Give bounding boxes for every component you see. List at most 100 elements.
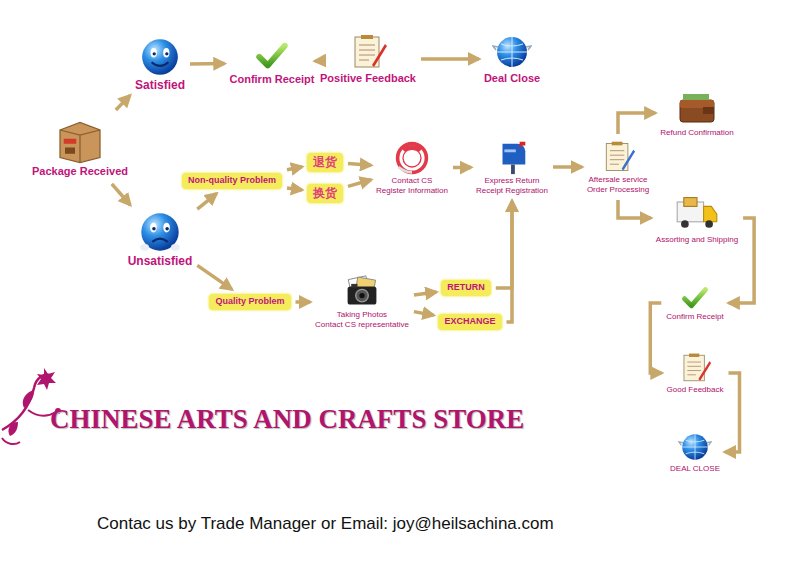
icon-part	[361, 35, 373, 39]
step-label: Express Return	[476, 176, 548, 186]
flow-arrow	[421, 57, 479, 61]
icon-step: DEAL CLOSE	[668, 428, 722, 476]
flow-arrow	[729, 218, 754, 303]
icon-part	[679, 442, 711, 445]
flow-arrow	[650, 303, 661, 373]
flow-arrow	[287, 188, 302, 190]
icon-part	[140, 244, 149, 251]
icon-part	[684, 198, 697, 207]
step-label: Taking Photos	[315, 310, 409, 320]
contact-caption: Contac us by Trade Manager or Email: joy…	[97, 514, 554, 534]
icon-part	[60, 123, 100, 163]
flow-arrow	[348, 180, 371, 187]
icon-part	[612, 142, 623, 146]
step-label: Order Processing	[587, 185, 649, 195]
icon-part	[142, 39, 178, 75]
icon-part	[682, 434, 708, 460]
note-icon	[348, 32, 388, 72]
step-label: 换货	[307, 184, 343, 203]
icon-step: Refund Confirmation	[658, 86, 735, 140]
icon-step: Confirm Receipt	[664, 282, 725, 324]
icon-part	[152, 227, 156, 231]
flow-arrow	[197, 265, 232, 289]
highlight-tag: 退货	[305, 151, 345, 174]
icon-part	[151, 48, 157, 57]
icon-part	[348, 287, 377, 305]
icon-part	[504, 149, 515, 152]
icon-part	[610, 151, 624, 165]
icon-part	[502, 144, 525, 165]
wallet-icon	[677, 88, 717, 128]
icon-part	[520, 142, 526, 150]
icon-step: Express ReturnReceipt Registration	[474, 136, 550, 198]
flow-arrow	[553, 165, 582, 169]
icon-part	[163, 48, 169, 57]
icon-step: Aftersale serviceOrder Processing	[585, 137, 651, 197]
step-label: Aftersale service	[587, 175, 649, 185]
highlight-tag: Quality Problem	[207, 292, 292, 311]
icon-step: Satisfied	[133, 34, 187, 95]
flow-arrow	[414, 312, 434, 316]
store-title: CHINESE ARTS AND CRAFTS STORE	[50, 404, 524, 435]
step-label: Register Information	[376, 186, 448, 196]
icon-part	[359, 45, 375, 60]
flow-arrow	[414, 292, 436, 295]
step-label: Contact CS	[376, 176, 448, 186]
icon-part	[401, 145, 423, 152]
icon-part	[165, 227, 169, 231]
icon-part	[680, 100, 714, 108]
pad-icon	[600, 139, 636, 175]
flow-arrow	[725, 373, 740, 452]
step-label: Receipt Registration	[476, 186, 548, 196]
flow-arrow	[618, 200, 651, 218]
step-label: Refund Confirmation	[660, 128, 733, 138]
step-label: DEAL CLOSE	[670, 464, 720, 474]
icon-part	[703, 107, 714, 114]
icon-part	[171, 244, 180, 251]
icon-part	[23, 390, 34, 408]
step-label: Confirm Receipt	[666, 312, 723, 322]
step-label: Satisfied	[135, 78, 185, 93]
step-label: RETURN	[441, 280, 491, 295]
icon-part	[403, 149, 421, 167]
check-icon	[681, 284, 709, 312]
icon-part	[356, 289, 369, 302]
icon-step: Assorting and Shipping	[654, 189, 740, 247]
icon-part	[165, 52, 168, 55]
icon-part	[687, 362, 701, 375]
icon-part	[705, 220, 713, 228]
sad-icon	[138, 210, 182, 254]
step-label: Unsatisfied	[128, 254, 193, 269]
icon-part	[8, 422, 18, 436]
flow-arrow	[116, 95, 130, 110]
icon-step: Positive Feedback	[318, 30, 418, 88]
icon-step: Confirm Receipt	[228, 37, 317, 89]
flow-arrow	[190, 62, 225, 66]
icon-part	[60, 130, 100, 163]
icon-part	[398, 144, 427, 173]
phone-icon	[394, 140, 430, 176]
icon-part	[689, 354, 699, 357]
icon-part	[65, 148, 75, 154]
step-label: Assorting and Shipping	[656, 235, 738, 245]
icon-part	[351, 284, 357, 288]
flow-arrow	[507, 201, 513, 322]
step-label: EXCHANGE	[438, 314, 501, 329]
icon-step: Taking PhotosContact CS representative	[313, 272, 411, 332]
icon-part	[681, 220, 689, 228]
icon-part	[493, 46, 531, 50]
smile-icon	[139, 36, 181, 78]
icon-part	[680, 100, 714, 122]
icon-step: Contact CSRegister Information	[374, 138, 450, 198]
icon-part	[64, 139, 77, 144]
icon-part	[152, 62, 169, 66]
step-label: Deal Close	[484, 72, 540, 86]
step-label: Non-quality Problem	[182, 173, 282, 188]
step-label: Quality Problem	[209, 294, 290, 309]
icon-part	[684, 290, 705, 306]
step-label: 退货	[307, 153, 343, 172]
flow-arrow	[453, 166, 471, 170]
flow-arrow	[315, 59, 320, 63]
icon-step: Unsatisfied	[126, 208, 195, 271]
icon-part	[37, 368, 56, 390]
